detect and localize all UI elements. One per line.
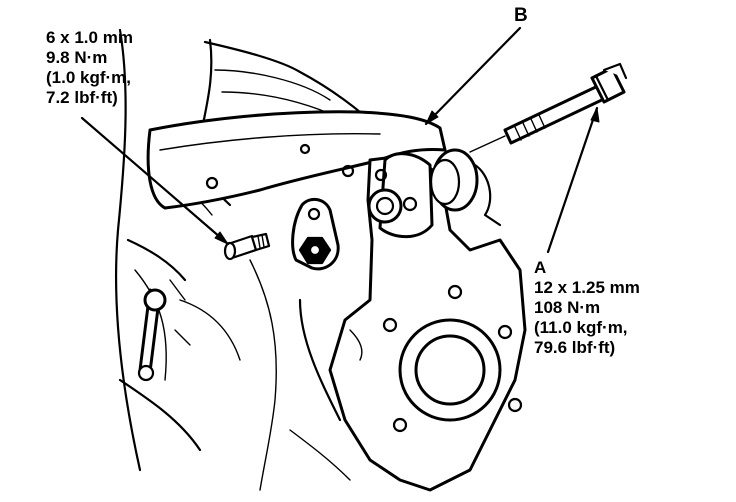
callout-line: 79.6 lbf·ft) xyxy=(534,338,616,357)
callout-line: 9.8 N·m xyxy=(46,48,108,67)
label-b: B xyxy=(514,5,528,26)
knuckle xyxy=(328,153,527,492)
bracket-plate xyxy=(291,197,340,271)
callout-line: 6 x 1.0 mm xyxy=(46,28,133,47)
callout-line: 108 N·m xyxy=(534,298,601,317)
leader-lines xyxy=(80,26,600,254)
callout-line: (1.0 kgf·m, xyxy=(46,68,132,87)
small-flange-bolt xyxy=(223,232,271,261)
callout-line: 7.2 lbf·ft) xyxy=(46,88,118,107)
bolt-a-torque-callout: A 12 x 1.25 mm 108 N·m (11.0 kgf·m, 79.6… xyxy=(534,258,640,358)
callout-line: 12 x 1.25 mm xyxy=(534,278,640,297)
long-bolt-a xyxy=(503,62,628,145)
arm-bushing xyxy=(367,148,502,239)
subframe-outline xyxy=(114,28,382,491)
sway-link xyxy=(137,279,191,382)
bolt-alignment-line xyxy=(469,135,506,153)
left-bolt-torque-callout: 6 x 1.0 mm 9.8 N·m (1.0 kgf·m, 7.2 lbf·f… xyxy=(46,28,133,108)
callout-line: (11.0 kgf·m, xyxy=(534,318,628,337)
callout-letter: A xyxy=(534,258,547,277)
